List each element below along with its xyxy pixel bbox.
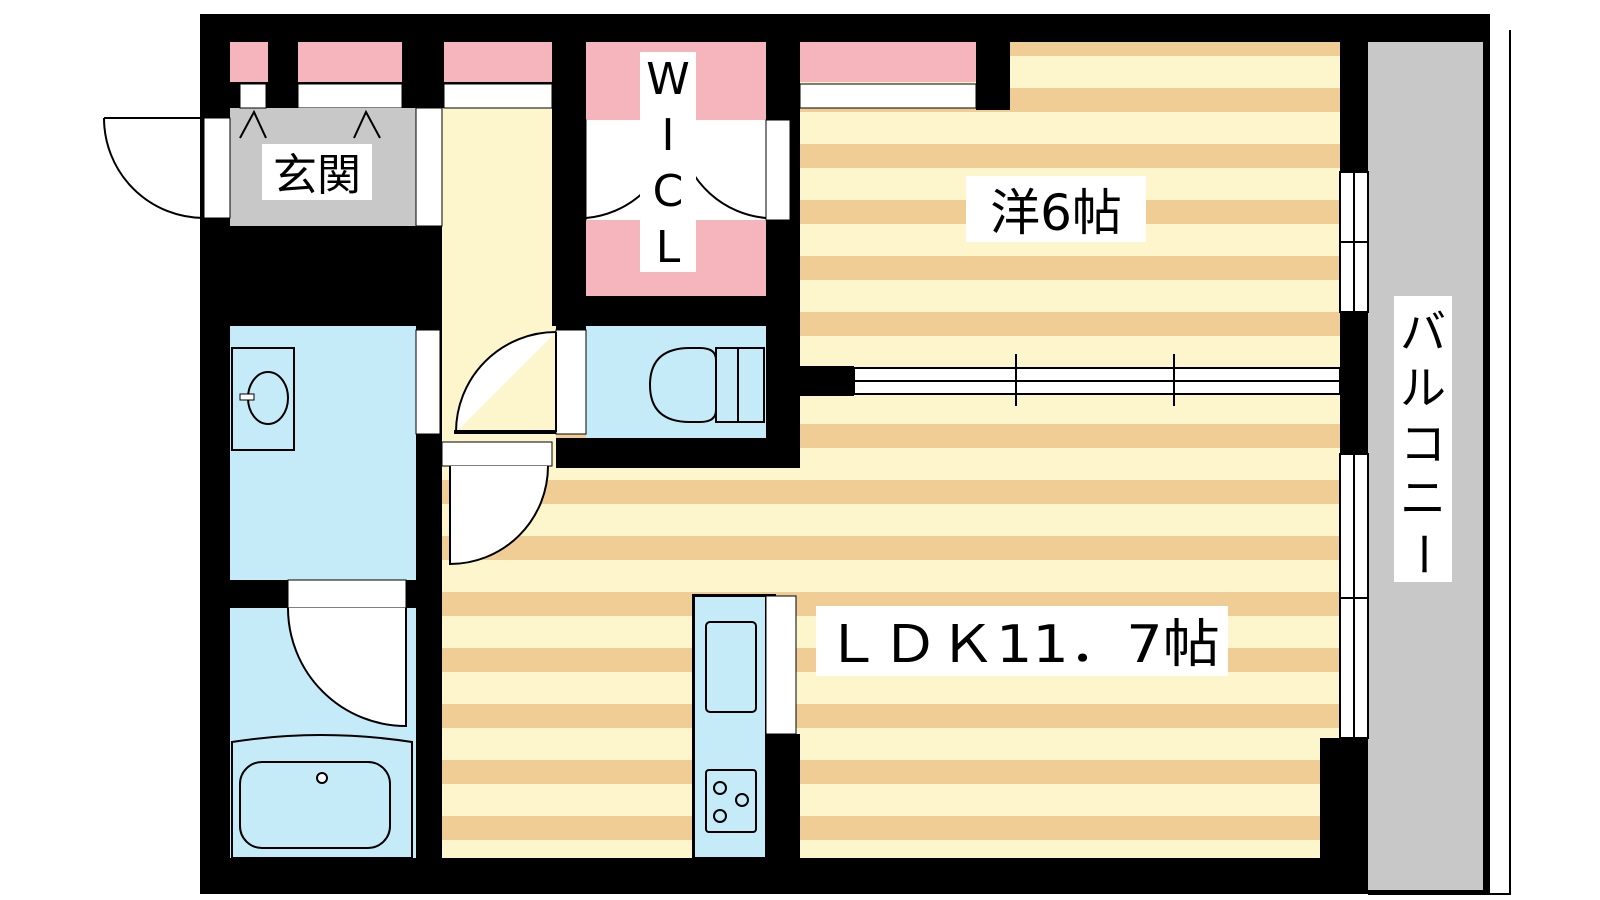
- western-closet-door: [799, 83, 977, 109]
- ldk-door-swing: [449, 465, 549, 566]
- ldk-label: ＬＤＫ11．7帖: [824, 615, 1220, 675]
- entrance-door: [203, 117, 231, 219]
- storage-strip: [298, 42, 402, 82]
- kitchen-sink-icon: [705, 621, 757, 713]
- storage-strip: [444, 42, 552, 82]
- wic-label-i: I: [662, 110, 675, 161]
- storage-strip: [800, 42, 976, 82]
- wic-label-l: L: [656, 222, 681, 273]
- storage-strip: [230, 42, 268, 82]
- wic-label-w: W: [646, 54, 690, 105]
- toilet-icon: [648, 347, 717, 423]
- balcony-label-4: ニ: [1400, 471, 1446, 525]
- stove-icon: [705, 769, 757, 833]
- western-room-label: 洋6帖: [990, 184, 1122, 242]
- entrance-door-swing: [103, 117, 205, 219]
- bathtub-icon: [239, 761, 391, 849]
- balcony-label-5: ー: [1396, 531, 1450, 577]
- genkan-label: 玄関: [273, 150, 361, 201]
- wic-label-c: C: [653, 166, 684, 217]
- balcony-label-2: ル: [1400, 361, 1446, 415]
- hallway-floor: [442, 108, 556, 448]
- bath-door-swing: [287, 607, 407, 728]
- balcony-label-1: バ: [1400, 305, 1446, 359]
- balcony-label-3: コ: [1400, 417, 1446, 471]
